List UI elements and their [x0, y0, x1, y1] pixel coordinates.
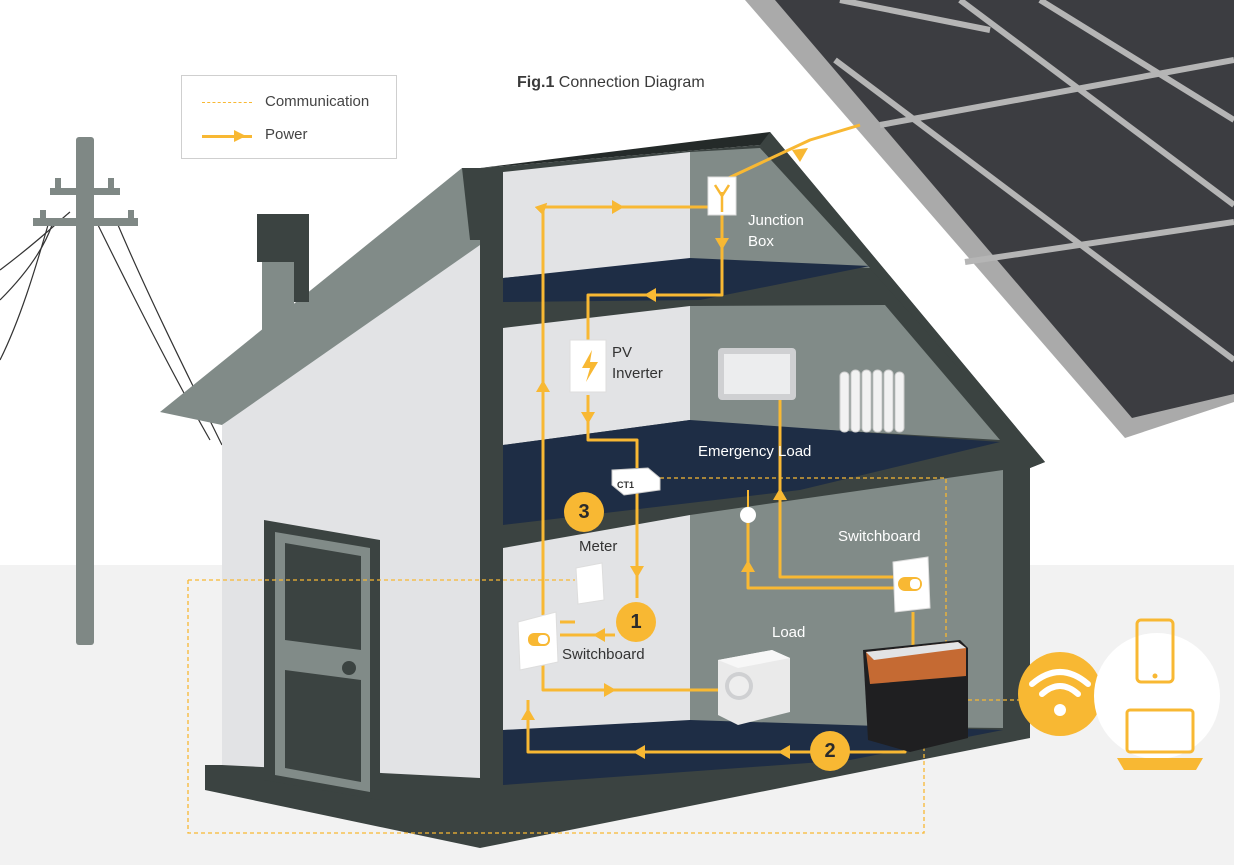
diagram-title: Fig.1 Connection Diagram — [517, 74, 705, 92]
ct-label: CT1 — [617, 480, 634, 490]
arrow-icon — [234, 130, 246, 142]
junction-box-icon — [707, 176, 737, 216]
figure-number: Fig.1 — [517, 74, 555, 91]
legend-power: Power — [202, 125, 392, 147]
marker-1: 1 — [616, 602, 656, 642]
marker-3: 3 — [564, 492, 604, 532]
switchboard-icon — [517, 611, 559, 671]
roof-left — [160, 168, 490, 425]
devices-circle — [1094, 633, 1220, 759]
bulb-icon — [740, 490, 756, 523]
legend-power-label: Power — [265, 126, 308, 143]
legend-communication-label: Communication — [265, 93, 370, 110]
meter-icon — [575, 562, 605, 605]
legend-communication: Communication — [202, 92, 392, 114]
door-icon — [264, 520, 380, 800]
meter-label: Meter — [579, 538, 618, 555]
inverter-icon — [569, 339, 607, 393]
ct-sensor-icon: CT1 — [611, 467, 661, 496]
washing-machine-icon — [718, 650, 790, 725]
legend: Communication Power — [181, 75, 397, 159]
chimney-icon — [257, 214, 309, 338]
battery-icon — [863, 640, 968, 752]
communication-lines — [187, 477, 1020, 834]
switchboard-icon — [892, 556, 931, 613]
marker-2: 2 — [810, 731, 850, 771]
dashed-line-icon — [202, 102, 252, 103]
power-arrow-icon — [202, 135, 252, 138]
wifi-icon — [1018, 652, 1102, 736]
solar-panel-icon — [745, 0, 1234, 438]
switchboard-right-label: Switchboard — [838, 528, 921, 545]
emergency-load-label: Emergency Load — [698, 443, 812, 460]
load-label: Load — [772, 624, 806, 641]
switchboard-left-label: Switchboard — [562, 646, 645, 663]
tablet-icon — [1135, 618, 1175, 684]
monitor-icon — [718, 348, 796, 400]
radiator-icon — [839, 369, 905, 433]
title-text: Connection Diagram — [558, 74, 705, 91]
laptop-icon — [1117, 708, 1203, 770]
